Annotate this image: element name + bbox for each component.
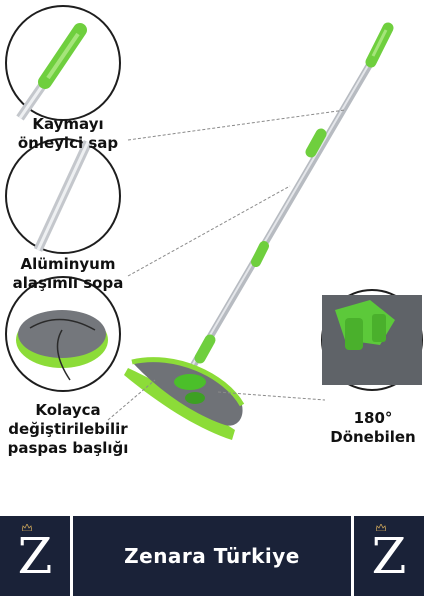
grip-callout-label: Kaymayı önleyici sap <box>6 115 130 153</box>
pole-callout-line1: Alüminyum <box>20 255 116 273</box>
logo-left: Z <box>0 516 70 596</box>
mop-head <box>124 357 245 440</box>
head-detail-circle <box>5 276 121 392</box>
logo-letter: Z <box>17 527 53 585</box>
telescopic-pole <box>189 22 394 370</box>
crown-icon <box>22 524 32 531</box>
grip-callout-line1: Kaymayı <box>32 115 104 133</box>
rotate-callout-label: 180° Dönebilen <box>325 409 421 447</box>
brand-name: Zenara Türkiye <box>124 544 300 568</box>
head-callout-line3: paspas başlığı <box>7 439 129 457</box>
grip-detail-circle <box>5 5 121 121</box>
pole-callout-line2: alaşımlı sopa <box>12 274 124 292</box>
head-callout-line1: Kolayca <box>35 401 101 419</box>
grip-callout-line2: önleyici sap <box>17 134 119 152</box>
head-callout-line2: değiştirilebilir <box>8 420 128 438</box>
crown-icon <box>376 524 386 531</box>
pole-detail-circle <box>5 138 121 254</box>
rotate-callout-line1: 180° <box>353 409 393 427</box>
leader-lines <box>107 109 346 421</box>
head-callout-label: Kolayca değiştirilebilir paspas başlığı <box>0 401 136 458</box>
pole-callout-label: Alüminyum alaşımlı sopa <box>6 255 130 293</box>
logo-letter: Z <box>371 527 407 585</box>
logo-right: Z <box>354 516 424 596</box>
rotate-callout-line2: Dönebilen <box>330 428 416 446</box>
brand-banner: Z Zenara Türkiye Z <box>0 515 424 600</box>
brand-name-box: Zenara Türkiye <box>73 516 351 596</box>
rotate-detail-circle <box>321 289 423 391</box>
mop-illustration <box>5 5 423 440</box>
